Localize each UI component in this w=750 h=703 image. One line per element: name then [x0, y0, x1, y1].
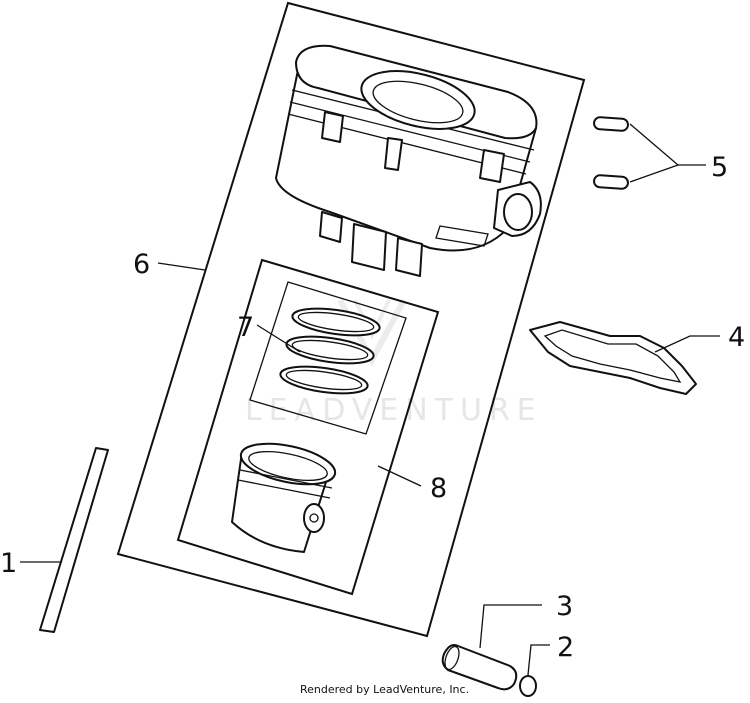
- dowel-pins-part: [593, 116, 629, 190]
- rod-part: [39, 447, 109, 633]
- callout-3: 3: [556, 591, 573, 622]
- piston-pin-part: [441, 644, 518, 691]
- callout-5: 5: [711, 152, 728, 183]
- gasket-part: [529, 321, 697, 395]
- group-box-8: [176, 258, 440, 596]
- leader-lines: [20, 123, 720, 676]
- circlip-part: [519, 675, 537, 697]
- callout-7: 7: [237, 312, 254, 343]
- piston-rings-part: [279, 307, 381, 395]
- group-box-7: [249, 281, 407, 435]
- watermark-text: LEADVENTURE: [245, 393, 543, 428]
- rendered-by-credit: Rendered by LeadVenture, Inc.: [300, 683, 469, 696]
- group-box-6: [116, 1, 586, 638]
- piston-part: [231, 442, 337, 553]
- callout-1: 1: [0, 548, 17, 579]
- callout-2: 2: [557, 632, 574, 663]
- callout-8: 8: [430, 473, 447, 504]
- cylinder-part: [275, 44, 542, 277]
- callout-6: 6: [133, 249, 150, 280]
- callout-4: 4: [728, 322, 745, 353]
